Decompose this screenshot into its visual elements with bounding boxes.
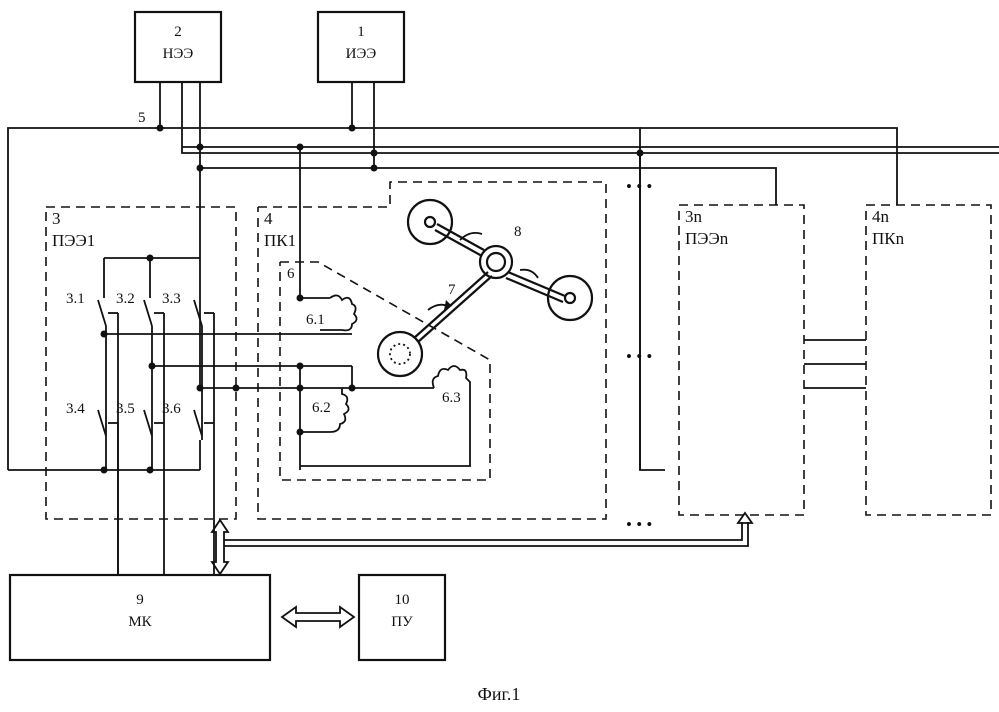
block-mk-number: 9 [136, 592, 144, 608]
block-pk1-label: ПК1 [264, 231, 296, 250]
switch-3-2 [144, 300, 152, 326]
junction [371, 165, 378, 172]
motor-label: 6 [287, 266, 295, 282]
junction [157, 125, 164, 132]
winding-label-6-3: 6.3 [442, 390, 461, 406]
block-peen-number: 3n [685, 207, 703, 226]
junction [371, 150, 378, 157]
gear-inner [487, 253, 505, 271]
block-pee1 [46, 207, 236, 519]
switch-3-4 [98, 410, 106, 436]
junction [101, 331, 108, 338]
junction [147, 467, 154, 474]
junction [297, 363, 304, 370]
bus-line-e [640, 128, 897, 205]
junction [197, 385, 204, 392]
block-peen-label: ПЭЭn [685, 229, 729, 248]
junction [197, 165, 204, 172]
figure-caption: Фиг.1 [478, 684, 521, 704]
block-nee-number: 2 [174, 24, 182, 40]
block-pee1-number: 3 [52, 209, 61, 228]
block-iee-label: ИЭЭ [346, 46, 377, 62]
axle [435, 230, 482, 256]
wheel-left [408, 200, 452, 244]
mk-pu-arrow-icon [282, 607, 354, 627]
rotor [378, 332, 422, 376]
switch-label-3-1: 3.1 [66, 291, 85, 307]
rotor-core [390, 344, 410, 364]
block-iee-number: 1 [357, 24, 365, 40]
block-pu-number: 10 [395, 592, 410, 608]
block-mk-label: МК [128, 614, 152, 630]
data-bus [224, 522, 748, 546]
gear-outer [480, 246, 512, 278]
switch-label-3-4: 3.4 [66, 401, 85, 417]
switch-label-3-3: 3.3 [162, 291, 181, 307]
switch-label-3-2: 3.2 [116, 291, 135, 307]
block-pkn [866, 205, 991, 515]
junction [349, 125, 356, 132]
gear-label: 8 [514, 224, 522, 240]
block-pee1-label: ПЭЭ1 [52, 231, 95, 250]
switch-3-1 [98, 300, 106, 326]
data-bus [224, 522, 742, 540]
winding-6-3 [300, 366, 470, 466]
block-pk1-number: 4 [264, 209, 273, 228]
wheel-left-hub [425, 217, 435, 227]
block-pu-label: ПУ [391, 614, 413, 630]
wheel-right-hub [565, 293, 575, 303]
winding-6-2 [330, 388, 349, 432]
junction [297, 385, 304, 392]
block-nee-label: НЭЭ [163, 46, 194, 62]
block-pk1 [258, 182, 606, 519]
ellipsis-bottom: • • • [626, 515, 652, 534]
shaft-label: 7 [448, 282, 456, 298]
block-peen [679, 205, 804, 515]
rotation-arrow-icon [520, 270, 538, 278]
switch-3-6 [194, 410, 202, 436]
junction [101, 467, 108, 474]
junction [197, 144, 204, 151]
winding-label-6-2: 6.2 [312, 400, 331, 416]
switch-3-5 [144, 410, 152, 436]
winding-6-1 [320, 295, 357, 330]
bus-label: 5 [138, 110, 146, 126]
axle [437, 224, 484, 250]
block-pkn-label: ПКn [872, 229, 905, 248]
bus-line-d [200, 168, 776, 205]
junction [149, 363, 156, 370]
junction [233, 385, 240, 392]
winding-label-6-1: 6.1 [306, 312, 325, 328]
block-pkn-number: 4n [872, 207, 890, 226]
